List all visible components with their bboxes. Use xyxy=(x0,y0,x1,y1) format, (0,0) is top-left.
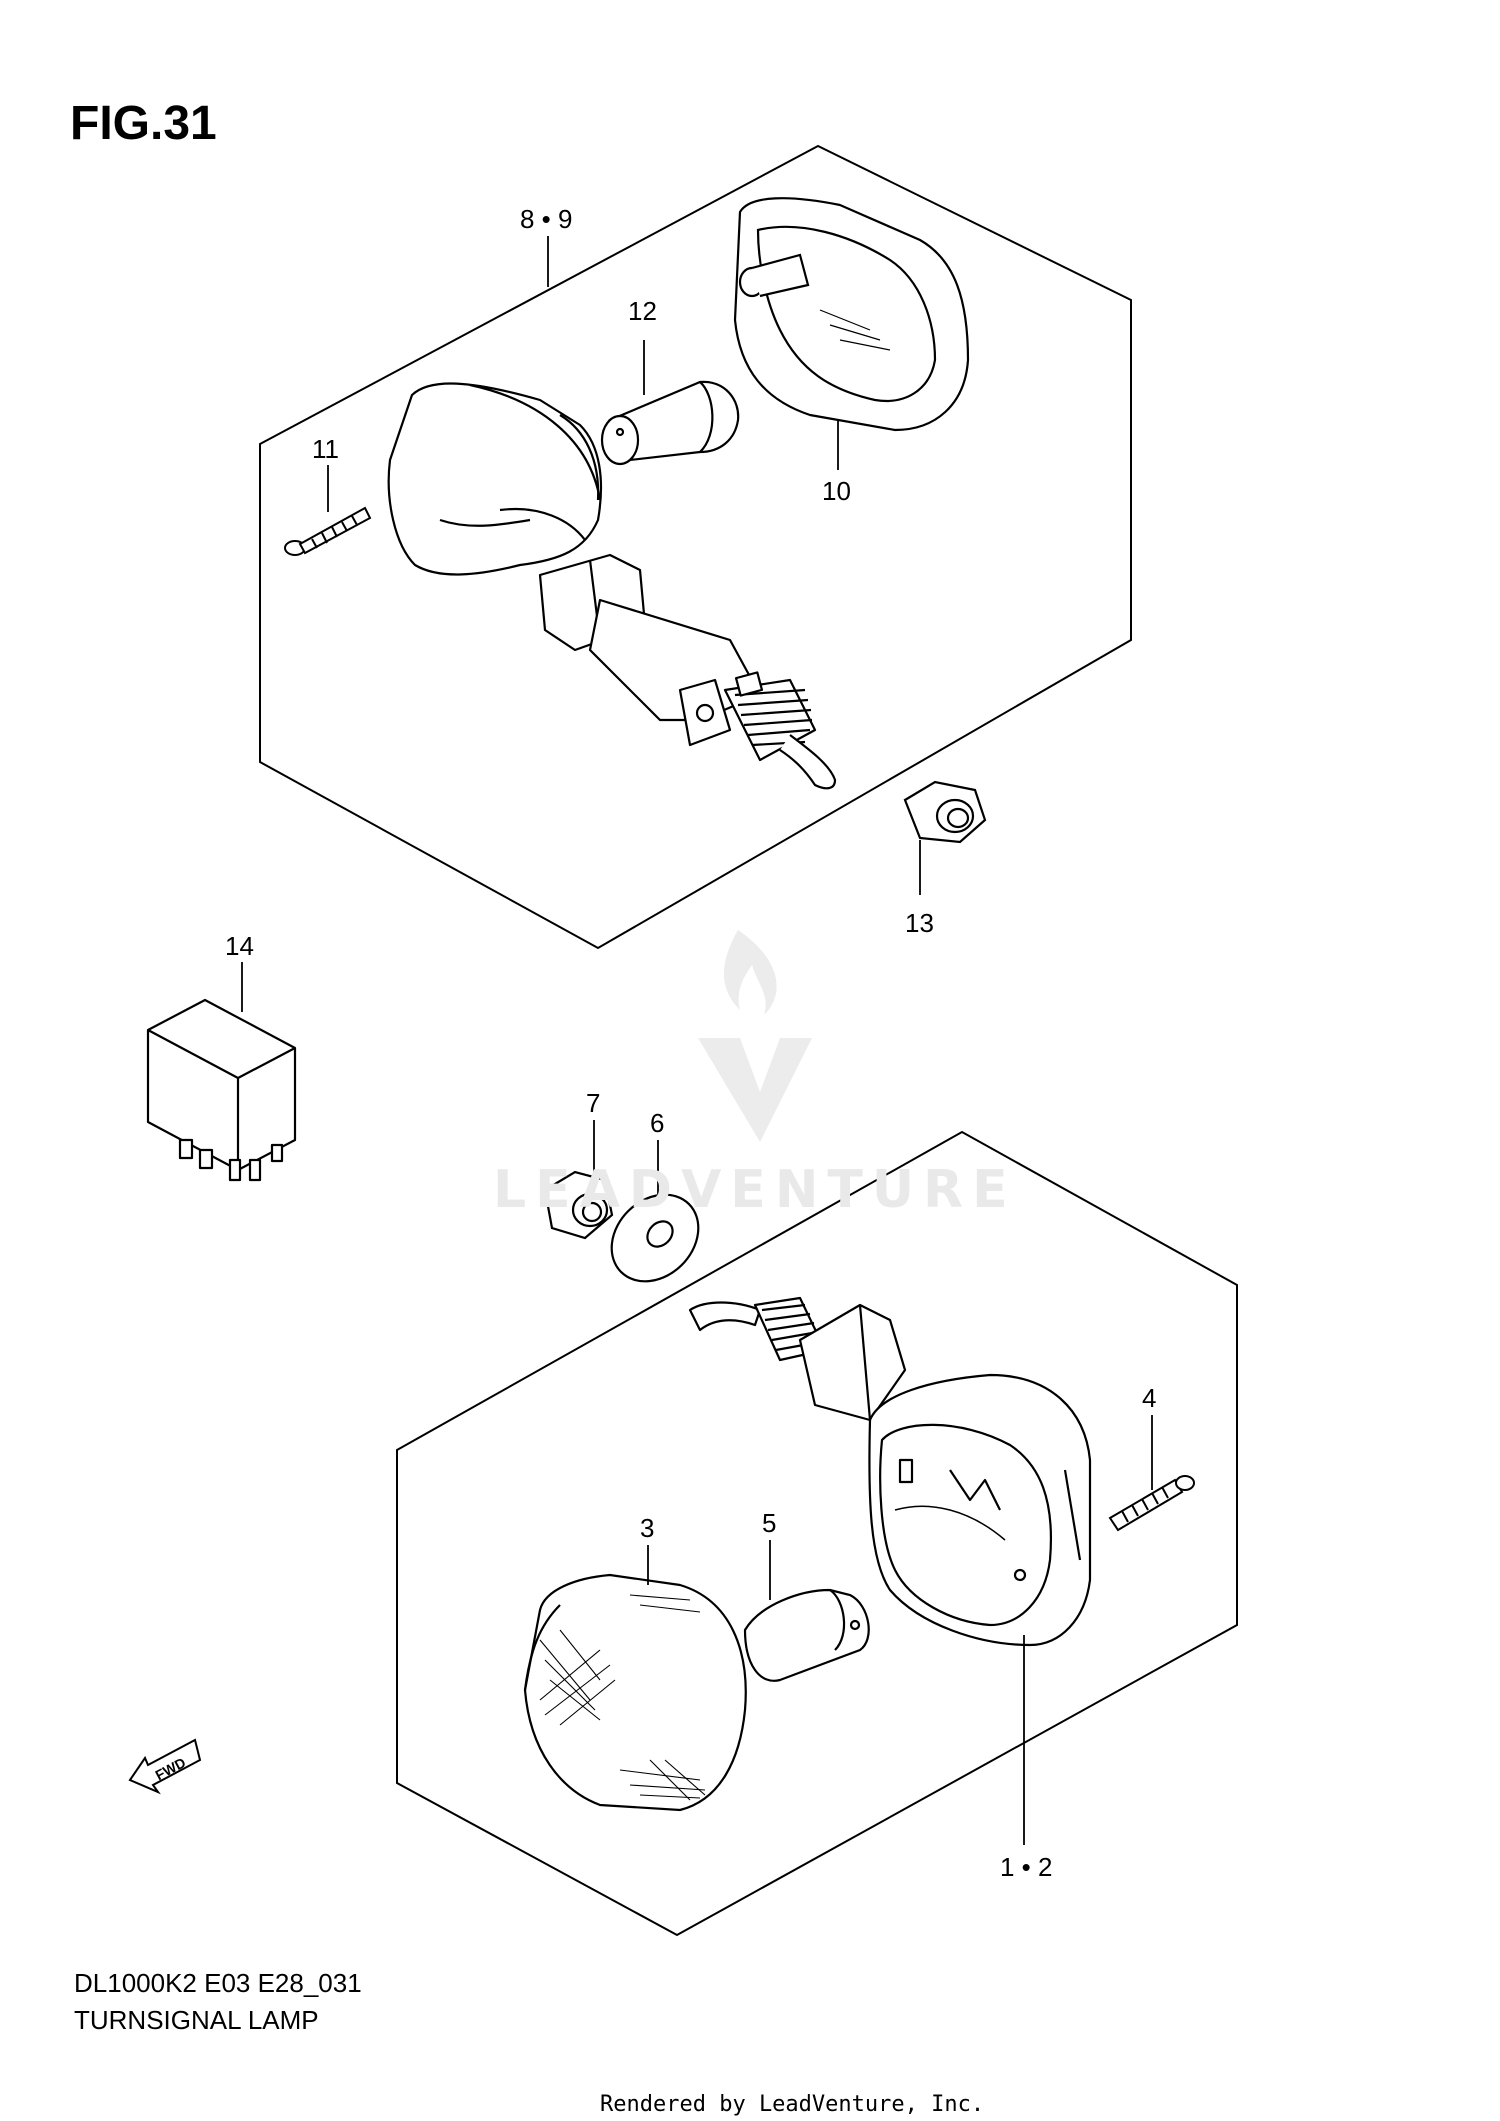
callout-14: 14 xyxy=(225,931,254,961)
relay-unit xyxy=(146,998,297,1182)
callout-10: 10 xyxy=(822,476,851,506)
upper-nut xyxy=(903,780,987,844)
callout-13: 13 xyxy=(905,908,934,938)
upper-screw xyxy=(284,506,372,556)
callout-1-2: 1 • 2 xyxy=(1000,1852,1052,1882)
callout-12: 12 xyxy=(628,296,657,326)
upper-lens xyxy=(733,197,970,432)
callout-3: 3 xyxy=(640,1513,654,1543)
callout-7: 7 xyxy=(586,1088,600,1118)
fwd-arrow-icon: FWD xyxy=(128,1738,202,1795)
render-credit: Rendered by LeadVenture, Inc. xyxy=(600,2092,985,2117)
callout-4: 4 xyxy=(1142,1383,1156,1413)
lower-lamp-assembly xyxy=(688,1296,1092,1647)
watermark-logo xyxy=(698,930,812,1142)
callout-5: 5 xyxy=(762,1508,776,1538)
figure-caption: TURNSIGNAL LAMP xyxy=(74,2005,319,2035)
lens-hatching xyxy=(539,1594,706,1801)
model-code: DL1000K2 E03 E28_031 xyxy=(74,1968,362,1998)
callout-8-9: 8 • 9 xyxy=(520,204,572,234)
upper-bulb xyxy=(600,380,740,466)
watermark-text: LEADVENTURE xyxy=(493,1160,1017,1220)
figure-title: FIG.31 xyxy=(70,97,217,150)
upper-group-box xyxy=(259,144,1132,950)
lower-washer xyxy=(610,1193,700,1283)
callout-6: 6 xyxy=(650,1108,664,1138)
lower-group-box xyxy=(396,1130,1238,1937)
lower-screw xyxy=(1108,1475,1195,1532)
upper-lamp-assembly xyxy=(387,382,837,790)
lower-lens xyxy=(523,1573,747,1812)
lower-bulb xyxy=(743,1588,870,1682)
leader-lines xyxy=(241,236,1153,1845)
callout-11: 11 xyxy=(312,434,339,464)
lower-nut xyxy=(543,1170,614,1240)
callouts: 8 • 9 12 11 10 13 14 7 6 4 3 5 1 • 2 xyxy=(225,204,1156,1882)
